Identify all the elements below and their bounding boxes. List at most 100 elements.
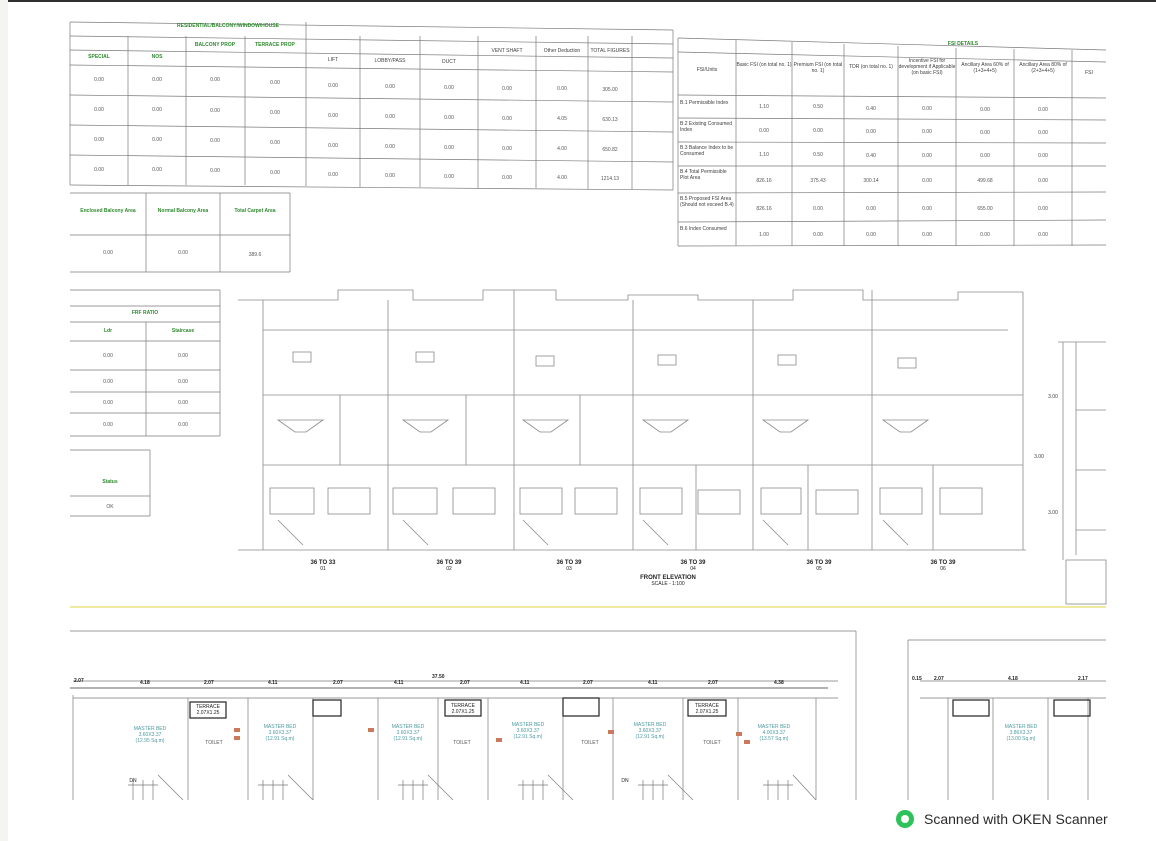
cell: 0.00 (178, 353, 188, 359)
status-table-grid (70, 449, 151, 517)
cell: 0.00 (866, 129, 876, 135)
fsi-row-label: B.6 Index Consumed (680, 226, 727, 232)
toilet-label: TOILET (703, 740, 721, 746)
cell: 1.10 (759, 152, 769, 158)
plan-dim: 4.11 (648, 680, 658, 686)
cell: 0.00 (813, 232, 823, 238)
cell: 0.00 (444, 145, 454, 151)
cell: 0.00 (1038, 232, 1048, 238)
cell: 0.00 (94, 107, 104, 113)
plan-dim: 4.11 (394, 680, 404, 686)
ratio-col-staircase: Staircase (171, 328, 195, 334)
right-plan-dim: 2.07 (934, 676, 944, 682)
fsi-row-label: B.3 Balance Index to be Consumed (680, 145, 734, 157)
fsi-col-header: Premium FSI (on total no. 1) (793, 62, 843, 74)
cell: 0.00 (103, 250, 113, 256)
cell: 0.00 (94, 77, 104, 83)
col-header-other: Other Deduction (543, 48, 581, 54)
cell: 0.00 (178, 400, 188, 406)
fsi-col-header: Incentive FSI for development if Applica… (898, 58, 956, 76)
plan-dim: 2.07 (708, 680, 718, 686)
cell: 0.00 (980, 107, 990, 113)
cell: 4.00 (557, 175, 567, 181)
cell: 0.00 (94, 167, 104, 173)
cell: 0.00 (1038, 153, 1048, 159)
col-header-duct: DUCT (442, 59, 456, 65)
cell: 0.00 (328, 83, 338, 89)
right-plan-dim: 2.17 (1078, 676, 1088, 682)
cell: 0.00 (210, 168, 220, 174)
cell: 305.00 (602, 87, 618, 93)
plan-dim: 2.07 (333, 680, 343, 686)
status-value: OK (106, 504, 114, 510)
fsi-col-header: FSI/Units (696, 67, 718, 73)
cell: 0.00 (385, 84, 395, 90)
plan-dim: 4.38 (774, 680, 784, 686)
plan-dim: 4.11 (268, 680, 278, 686)
scanner-watermark: Scanned with OKEN Scanner (896, 808, 1108, 830)
cell: 0.00 (557, 86, 567, 92)
cell: 0.00 (502, 175, 512, 181)
cell: 0.00 (502, 116, 512, 122)
cell: 0.50 (813, 104, 823, 110)
toilet-label: TOILET (205, 740, 223, 746)
cell: 0.00 (502, 146, 512, 152)
cell: 0.00 (178, 250, 188, 256)
col-header-balcony: BALCONY PROP (194, 42, 236, 48)
side-dim-label: 3.00 (1034, 454, 1044, 460)
cell: 0.00 (980, 153, 990, 159)
cell: 499.68 (977, 178, 993, 184)
fsi-row-label: B.1 Permissible Index (680, 100, 729, 106)
cell: 655.00 (977, 206, 993, 212)
cell: 0.00 (1038, 206, 1048, 212)
cell: 1.10 (759, 104, 769, 110)
ratio-table-title: FRF RATIO (131, 310, 159, 316)
area-table-group-header: RESIDENTIAL/BALCONY/WINDOW/HOUSE (177, 23, 279, 29)
floor-plan-drawing (70, 630, 1106, 801)
cell: 0.00 (103, 400, 113, 406)
cell: 0.00 (444, 85, 454, 91)
toilet-label: TOILET (581, 740, 599, 746)
cell: 0.00 (270, 110, 280, 116)
drawing-lines (69, 21, 1107, 801)
cell: 0.00 (813, 206, 823, 212)
cell: 0.00 (922, 232, 932, 238)
fsi-row-label: B.2 Existing Consumed Index (680, 121, 732, 133)
cell: 0.00 (922, 106, 932, 112)
cell: 0.00 (328, 113, 338, 119)
stair-dn-label: DN (621, 778, 629, 784)
cell: 0.00 (922, 206, 932, 212)
sheet-top-border (8, 0, 1156, 2)
watermark-text: Scanned with OKEN Scanner (924, 811, 1108, 827)
cell: 375.43 (810, 178, 826, 184)
cell: 0.00 (103, 353, 113, 359)
cell: 0.50 (813, 152, 823, 158)
cell: 4.05 (557, 116, 567, 122)
cell: 4.00 (557, 146, 567, 152)
toilet-label: TOILET (453, 740, 471, 746)
cell: 0.40 (866, 106, 876, 112)
cell: 0.00 (270, 170, 280, 176)
fsi-col-header: FSI (1085, 70, 1093, 76)
col-header-lobby: LOBBY/PASS (374, 58, 406, 64)
plan-dim: 4.11 (520, 680, 530, 686)
drawing-sheet: RESIDENTIAL/BALCONY/WINDOW/HOUSE SPECIAL… (8, 0, 1156, 841)
col-header-special: SPECIAL (88, 54, 110, 60)
cell: 650.82 (602, 147, 618, 153)
cell: 0.40 (866, 153, 876, 159)
cell: 0.00 (152, 107, 162, 113)
cell: 0.00 (328, 172, 338, 178)
col-header-total-carpet: Total Carpet Area (234, 208, 276, 214)
col-header-total: TOTAL FIGURES (590, 48, 630, 54)
cell: 0.00 (270, 80, 280, 86)
